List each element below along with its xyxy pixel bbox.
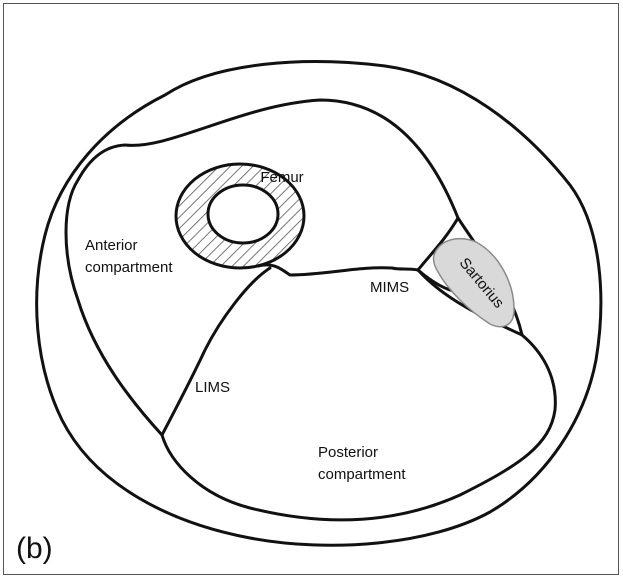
mims-label: MIMS	[370, 279, 409, 296]
femur-label: Femur	[260, 169, 303, 186]
lims-septum	[160, 266, 272, 437]
skin-outline	[35, 60, 603, 547]
mims-septum	[416, 268, 524, 337]
fascia-outline	[64, 98, 557, 522]
posterior-compartment-label-line1: Posterior	[318, 444, 378, 461]
anterior-compartment-label-line2: compartment	[85, 259, 173, 276]
posterior-compartment-label-line2: compartment	[318, 466, 406, 483]
panel-label: (b)	[16, 532, 53, 565]
sartorius-sheath-upper	[416, 216, 460, 272]
figure-frame	[3, 3, 619, 575]
sartorius-muscle	[432, 237, 515, 328]
femur-medullary-cavity	[206, 183, 280, 245]
anterior-compartment-label-line1: Anterior	[85, 237, 138, 254]
lims-label: LIMS	[195, 379, 230, 396]
